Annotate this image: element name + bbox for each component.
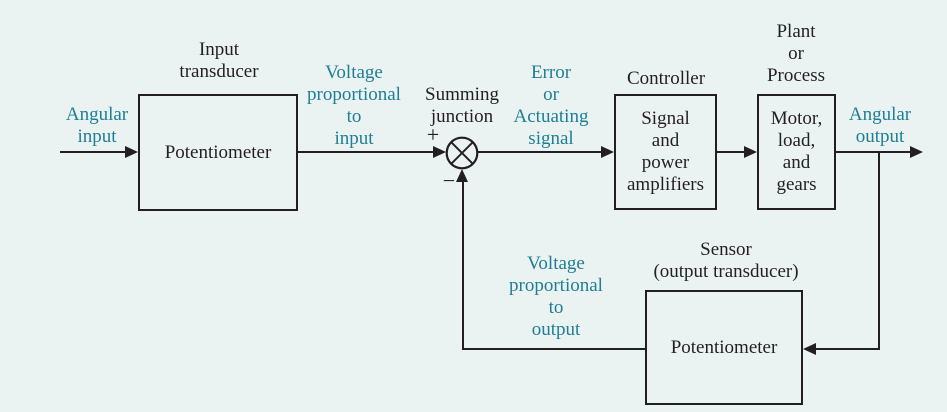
- plant-block: Motor, load, and gears: [757, 94, 836, 210]
- controller-caption: Controller: [626, 68, 706, 89]
- line-angular-input: [60, 151, 126, 153]
- sensor-block-label: Potentiometer: [670, 336, 778, 358]
- line-angular-output: [834, 151, 911, 153]
- arrowhead-into-summing-minus: [456, 169, 468, 182]
- voltage-proportional-to-output-label: Voltage proportional to output: [509, 253, 603, 340]
- angular-output-label: Angular output: [848, 104, 912, 147]
- controller-block: Signal and power amplifiers: [614, 94, 717, 210]
- summing-junction-symbol: [445, 136, 479, 170]
- sensor-caption: Sensor (output transducer): [653, 239, 799, 282]
- line-summing-to-controller: [477, 151, 602, 153]
- input-transducer-block: Potentiometer: [138, 94, 298, 211]
- arrowhead-into-sensor: [803, 343, 816, 355]
- summing-plus-sign: +: [426, 122, 440, 147]
- error-actuating-signal-label: Error or Actuating signal: [513, 62, 589, 149]
- line-sensor-to-summing: [462, 348, 646, 350]
- arrowhead-output: [910, 146, 923, 158]
- arrowhead-into-summing-junction: [433, 146, 446, 158]
- controller-block-label: Signal and power amplifiers: [626, 108, 705, 195]
- sensor-block: Potentiometer: [645, 290, 803, 405]
- arrowhead-into-controller: [601, 146, 614, 158]
- angular-input-label: Angular input: [65, 104, 129, 147]
- arrowhead-into-input-transducer: [125, 146, 138, 158]
- input-transducer-caption: Input transducer: [179, 39, 259, 82]
- line-pot-to-summing: [298, 151, 434, 153]
- summing-junction-caption: Summing junction: [425, 84, 499, 127]
- plant-block-label: Motor, load, and gears: [770, 108, 823, 195]
- plant-caption: Plant or Process: [766, 21, 826, 86]
- voltage-proportional-to-input-label: Voltage proportional to input: [307, 62, 401, 149]
- line-feedback-up: [462, 180, 464, 350]
- arrowhead-into-plant: [744, 146, 757, 158]
- line-output-branch-down: [878, 151, 880, 350]
- line-controller-to-plant: [716, 151, 745, 153]
- line-branch-to-sensor: [814, 348, 880, 350]
- summing-minus-sign: −: [442, 168, 456, 193]
- input-transducer-block-label: Potentiometer: [164, 141, 272, 163]
